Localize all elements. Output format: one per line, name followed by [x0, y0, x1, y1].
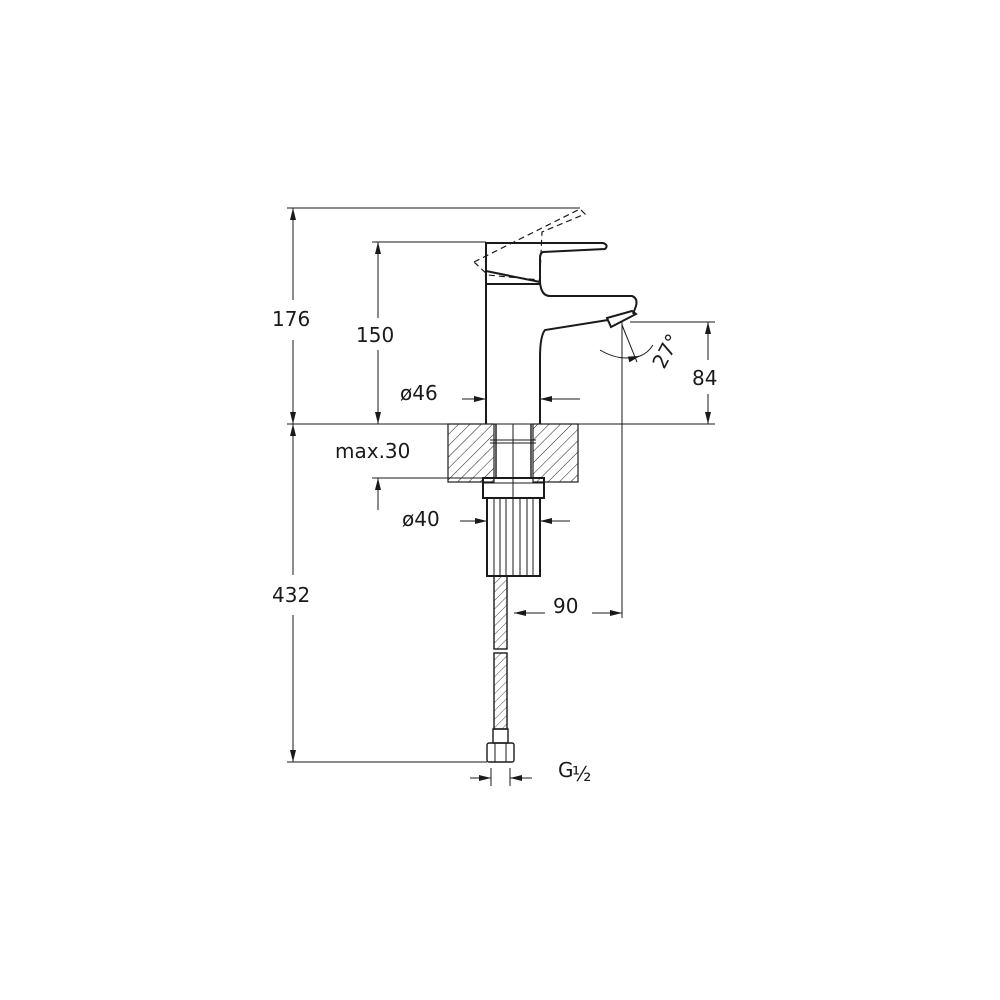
dim-max-counter-thickness: max.30 [335, 439, 410, 463]
faucet-body [473, 208, 638, 575]
dim-spout-height: 84 [692, 366, 717, 390]
dim-body-height: 150 [356, 323, 394, 347]
dim-shank-diameter: ø40 [402, 507, 440, 531]
dim-connection-thread-fraction: ½ [572, 762, 591, 786]
dim-total-height: 176 [272, 307, 310, 331]
dimension-lines [287, 207, 715, 786]
dim-connection-thread-letter: G [558, 758, 574, 782]
dim-body-diameter: ø46 [400, 381, 438, 405]
shank-assembly [482, 424, 545, 763]
dim-spout-angle: 27° [647, 330, 685, 373]
dim-spout-reach: 90 [553, 594, 578, 618]
countertop-section [447, 423, 579, 483]
dim-hose-length: 432 [272, 583, 310, 607]
